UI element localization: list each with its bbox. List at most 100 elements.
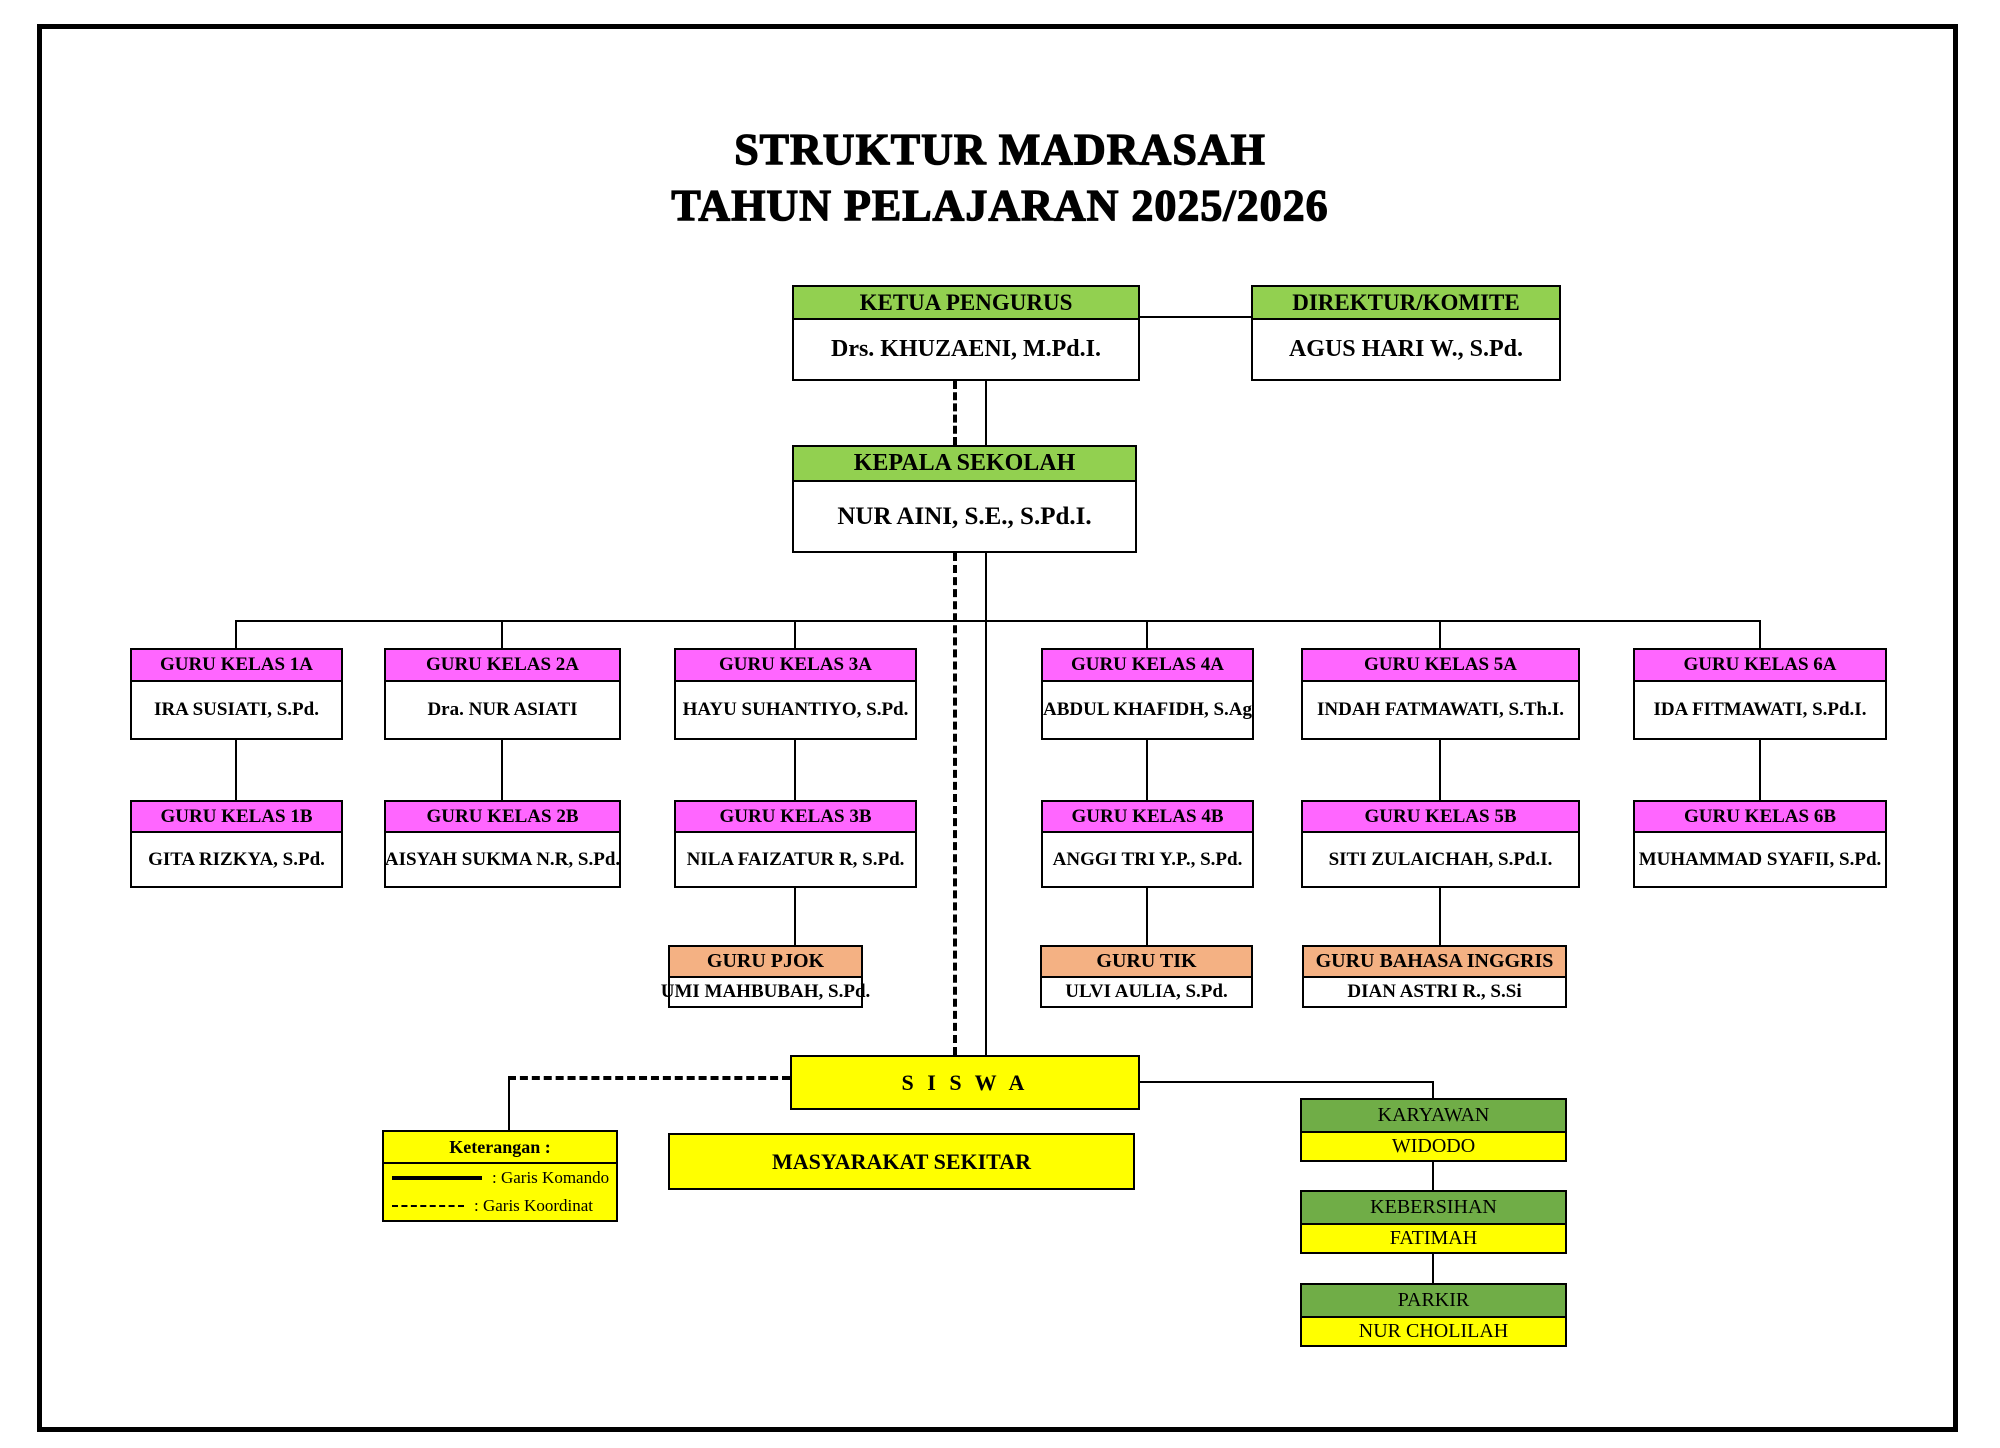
connector-stub-5a (1439, 620, 1441, 648)
box-guru-kelas-2b: GURU KELAS 2B AISYAH SUKMA N.R, S.Pd. (384, 800, 621, 888)
legend-koordinat-label: : Garis Koordinat (474, 1196, 593, 1215)
box-parkir-name: NUR CHOLILAH (1302, 1318, 1565, 1345)
box-guru-bahasa-inggris-name: DIAN ASTRI R., S.Si (1347, 981, 1522, 1002)
box-guru-kelas-2b-title: GURU KELAS 2B (386, 802, 619, 833)
box-guru-kelas-6b-title: GURU KELAS 6B (1635, 802, 1885, 833)
connector-4b-tik (1146, 888, 1148, 945)
box-guru-kelas-6a: GURU KELAS 6A IDA FITMAWATI, S.Pd.I. (1633, 648, 1887, 740)
connector-ketua-direktur (1140, 316, 1251, 318)
title-line-1: STRUKTUR MADRASAH (734, 124, 1266, 174)
connector-stub-6a (1759, 620, 1761, 648)
box-masyarakat-sekitar-label: MASYARAKAT SEKITAR (772, 1148, 1031, 1174)
connector-stub-1a (235, 620, 237, 648)
connector-3b-pjok (794, 888, 796, 945)
box-guru-kelas-5b-name: SITI ZULAICHAH, S.Pd.I. (1328, 848, 1553, 870)
box-guru-kelas-6b: GURU KELAS 6B MUHAMMAD SYAFII, S.Pd. (1633, 800, 1887, 888)
box-guru-kelas-5b: GURU KELAS 5B SITI ZULAICHAH, S.Pd.I. (1301, 800, 1580, 888)
connector-siswa-staff (1140, 1081, 1434, 1083)
box-siswa: S I S W A (790, 1055, 1140, 1110)
box-guru-kelas-2a-name: Dra. NUR ASIATI (427, 699, 578, 720)
dashed-line-sample (392, 1205, 464, 1207)
box-guru-kelas-2a-title: GURU KELAS 2A (386, 650, 619, 682)
connector-staff-down (1432, 1081, 1434, 1100)
box-guru-kelas-1b-name: GITA RIZKYA, S.Pd. (148, 848, 325, 870)
box-guru-pjok-name: UMI MAHBUBAH, S.Pd. (660, 981, 871, 1002)
box-kebersihan-name: FATIMAH (1302, 1225, 1565, 1252)
box-parkir-title: PARKIR (1302, 1285, 1565, 1318)
box-guru-kelas-1a-name: IRA SUSIATI, S.Pd. (154, 699, 319, 720)
box-ketua-pengurus: KETUA PENGURUS Drs. KHUZAENI, M.Pd.I. (792, 285, 1140, 381)
box-kepala-sekolah-name: NUR AINI, S.E., S.Pd.I. (837, 502, 1092, 530)
box-guru-tik-title: GURU TIK (1042, 947, 1251, 978)
connector-4a-4b (1146, 740, 1148, 800)
connector-6a-6b (1759, 740, 1761, 800)
box-guru-kelas-2a: GURU KELAS 2A Dra. NUR ASIATI (384, 648, 621, 740)
connector-stub-2a (501, 620, 503, 648)
box-guru-kelas-4b: GURU KELAS 4B ANGGI TRI Y.P., S.Pd. (1041, 800, 1254, 888)
box-guru-kelas-1a-title: GURU KELAS 1A (132, 650, 341, 682)
connector-2a-2b (501, 740, 503, 800)
legend-komando-label: : Garis Komando (492, 1168, 610, 1187)
box-guru-kelas-3a: GURU KELAS 3A HAYU SUHANTIYO, S.Pd. (674, 648, 917, 740)
legend-title: Keterangan : (384, 1132, 616, 1164)
box-ketua-pengurus-name: Drs. KHUZAENI, M.Pd.I. (830, 336, 1101, 362)
box-guru-kelas-6a-name: IDA FITMAWATI, S.Pd.I. (1653, 699, 1867, 720)
box-guru-kelas-3b-name: NILA FAIZATUR R, S.Pd. (686, 848, 905, 870)
box-direktur-komite-name: AGUS HARI W., S.Pd. (1288, 336, 1524, 362)
box-karyawan-name: WIDODO (1302, 1133, 1565, 1160)
connector-kebersihan-parkir (1432, 1254, 1434, 1283)
box-guru-kelas-3a-name: HAYU SUHANTIYO, S.Pd. (682, 699, 909, 720)
legend-box: Keterangan : : Garis Komando : Garis Koo… (382, 1130, 618, 1222)
box-kebersihan: KEBERSIHAN FATIMAH (1300, 1190, 1567, 1254)
box-kebersihan-title: KEBERSIHAN (1302, 1192, 1565, 1225)
box-karyawan: KARYAWAN WIDODO (1300, 1098, 1567, 1162)
box-guru-kelas-2b-name: AISYAH SUKMA N.R, S.Pd. (384, 848, 621, 870)
page-title: STRUKTUR MADRASAH TAHUN PELAJARAN 2025/2… (0, 122, 2000, 234)
connector-koordinasi-siswa-left (508, 1076, 790, 1080)
box-direktur-komite-title: DIREKTUR/KOMITE (1253, 287, 1559, 320)
connector-5a-5b (1439, 740, 1441, 800)
box-guru-kelas-5b-title: GURU KELAS 5B (1303, 802, 1578, 833)
connector-stub-3a (794, 620, 796, 648)
box-guru-kelas-3a-title: GURU KELAS 3A (676, 650, 915, 682)
box-guru-pjok-title: GURU PJOK (670, 947, 861, 978)
box-siswa-label: S I S W A (901, 1069, 1029, 1095)
box-guru-tik-name: ULVI AULIA, S.Pd. (1065, 981, 1228, 1002)
box-guru-kelas-1a: GURU KELAS 1A IRA SUSIATI, S.Pd. (130, 648, 343, 740)
box-guru-kelas-4a-name: ABDUL KHAFIDH, S.Ag (1042, 699, 1253, 720)
box-guru-bahasa-inggris: GURU BAHASA INGGRIS DIAN ASTRI R., S.Si (1302, 945, 1567, 1008)
box-guru-kelas-4b-title: GURU KELAS 4B (1043, 802, 1252, 833)
box-guru-kelas-3b-title: GURU KELAS 3B (676, 802, 915, 833)
connector-3a-3b (794, 740, 796, 800)
legend-item-koordinat: : Garis Koordinat (384, 1192, 616, 1220)
box-direktur-komite: DIREKTUR/KOMITE AGUS HARI W., S.Pd. (1251, 285, 1561, 381)
box-parkir: PARKIR NUR CHOLILAH (1300, 1283, 1567, 1347)
box-kepala-sekolah-title: KEPALA SEKOLAH (794, 447, 1135, 482)
box-guru-kelas-5a-name: INDAH FATMAWATI, S.Th.I. (1316, 699, 1565, 720)
connector-guru-row (236, 620, 1760, 622)
box-guru-kelas-5a: GURU KELAS 5A INDAH FATMAWATI, S.Th.I. (1301, 648, 1580, 740)
connector-komando-ketua-kepala (985, 381, 987, 445)
title-line-2: TAHUN PELAJARAN 2025/2026 (671, 180, 1329, 230)
connector-1a-1b (235, 740, 237, 800)
page-border (37, 24, 1958, 1432)
box-guru-tik: GURU TIK ULVI AULIA, S.Pd. (1040, 945, 1253, 1008)
connector-down-to-legend (508, 1076, 510, 1132)
connector-koordinasi-ketua-kepala (953, 381, 957, 445)
box-guru-kelas-6a-title: GURU KELAS 6A (1635, 650, 1885, 682)
box-guru-kelas-1b-title: GURU KELAS 1B (132, 802, 341, 833)
box-guru-kelas-4a-title: GURU KELAS 4A (1043, 650, 1252, 682)
box-guru-kelas-6b-name: MUHAMMAD SYAFII, S.Pd. (1638, 848, 1882, 870)
solid-line-sample (392, 1176, 482, 1180)
connector-stub-4a (1146, 620, 1148, 648)
box-ketua-pengurus-title: KETUA PENGURUS (794, 287, 1138, 320)
box-kepala-sekolah: KEPALA SEKOLAH NUR AINI, S.E., S.Pd.I. (792, 445, 1137, 553)
box-guru-kelas-5a-title: GURU KELAS 5A (1303, 650, 1578, 682)
box-guru-kelas-4a: GURU KELAS 4A ABDUL KHAFIDH, S.Ag (1041, 648, 1254, 740)
connector-koordinasi-kepala-siswa (953, 553, 957, 1055)
connector-karyawan-kebersihan (1432, 1162, 1434, 1190)
connector-5b-inggris (1439, 888, 1441, 945)
box-karyawan-title: KARYAWAN (1302, 1100, 1565, 1133)
box-guru-bahasa-inggris-title: GURU BAHASA INGGRIS (1304, 947, 1565, 978)
